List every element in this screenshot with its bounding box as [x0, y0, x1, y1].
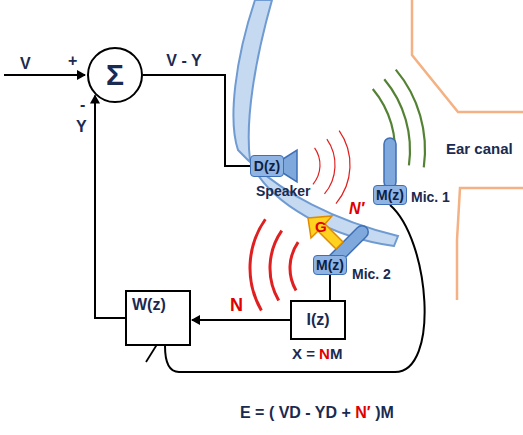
sound-wave: [290, 242, 298, 290]
text-label: Speaker: [256, 184, 310, 199]
sound-wave: [324, 139, 335, 194]
node-label: M(z): [376, 187, 404, 203]
text-label: -: [80, 96, 85, 114]
text-label: Y: [76, 118, 87, 136]
sound-wave: [396, 70, 425, 168]
text-part: E = ( VD - YD +: [240, 404, 355, 421]
signal-wire: [165, 205, 425, 372]
text-label: X = NM: [292, 346, 342, 363]
text-label: Ear canal: [446, 141, 513, 158]
text-label: N′: [349, 200, 364, 218]
mic-block: M(z): [373, 185, 407, 205]
signal-wire: [143, 75, 250, 166]
speaker-cone: [283, 150, 297, 182]
summing-junction: Σ: [87, 47, 143, 103]
text-label: E = ( VD - YD + N′ )M: [240, 404, 394, 422]
ear-canal-outline: [412, 0, 523, 112]
edge-label: V - Y: [166, 52, 201, 70]
text-label: N: [230, 296, 243, 316]
text-label: Mic. 2: [352, 267, 391, 282]
sound-wave: [313, 148, 320, 184]
text-part: X =: [292, 345, 319, 362]
sound-wave: [250, 219, 265, 310]
node-label: D(z): [254, 158, 280, 174]
input-arrow: [4, 74, 85, 76]
text-label: +: [68, 52, 77, 70]
text-part: M: [330, 345, 343, 362]
signal-wire: [192, 319, 290, 321]
node-label: I(z): [306, 311, 329, 329]
sound-waves: [250, 70, 425, 311]
mic-stem: [384, 138, 396, 188]
transfer-arrow: [308, 216, 343, 249]
sound-wave: [270, 231, 282, 301]
node-label: W(z): [132, 296, 166, 314]
text-label: G: [315, 219, 327, 236]
node-label: M(z): [316, 257, 344, 273]
sound-wave: [336, 131, 350, 204]
signal-wire: [95, 96, 125, 318]
filter-box: I(z): [290, 300, 346, 340]
filter-box: W(z): [125, 290, 191, 346]
ear-canal-outline: [457, 188, 523, 300]
earphone-shell: [233, 0, 398, 246]
node-label: Σ: [106, 58, 124, 92]
text-part: )M: [371, 404, 394, 421]
text-label: V: [20, 55, 31, 73]
mic-block: M(z): [313, 255, 347, 275]
speaker-block: D(z): [250, 155, 284, 177]
text-part: N: [319, 345, 330, 362]
text-part: N′: [355, 404, 370, 421]
signal-wire: [329, 275, 331, 300]
text-label: Mic. 1: [411, 190, 450, 205]
